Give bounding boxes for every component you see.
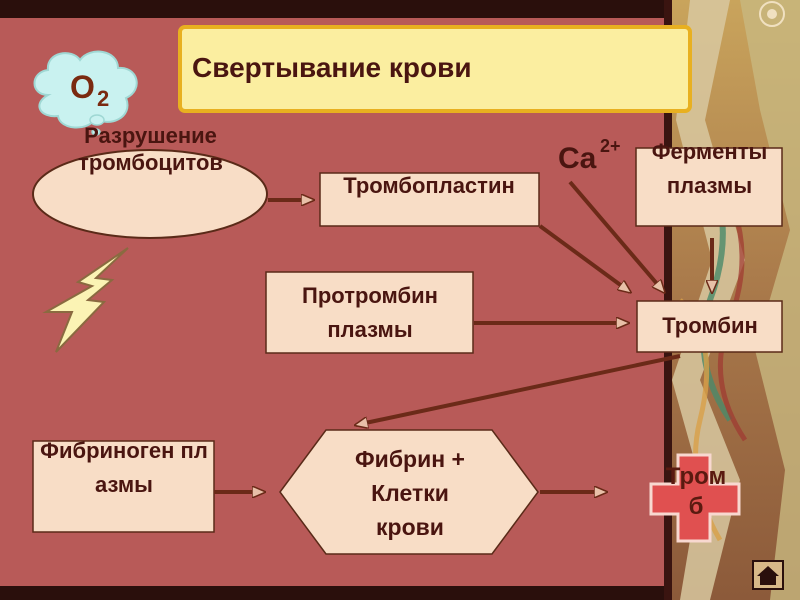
thromboplastin-box bbox=[319, 172, 540, 227]
oxygen-symbol: O bbox=[70, 69, 95, 105]
home-nav-button[interactable] bbox=[752, 560, 784, 590]
enzymes-box bbox=[635, 147, 783, 227]
enzymes-label: Ферменты плазмы bbox=[651, 139, 768, 198]
calcium-charge: 2+ bbox=[600, 136, 621, 156]
arrow-thromboplastin-to-thrombin bbox=[538, 224, 630, 292]
home-icon bbox=[757, 566, 779, 585]
thrombin-box bbox=[636, 300, 783, 353]
arrow-thrombin-to-fibrin bbox=[356, 354, 681, 425]
oxygen-cloud: O 2 bbox=[33, 50, 138, 136]
destruction-label: Разрушение тромбоцитов bbox=[78, 123, 223, 175]
calcium-symbol: Ca bbox=[558, 142, 597, 175]
title-bar bbox=[178, 25, 692, 113]
destruction-node bbox=[32, 149, 268, 239]
fibrinogen-box bbox=[32, 440, 215, 533]
fibrinogen-label: Фибриноген плазмы bbox=[40, 438, 208, 497]
frame-bottom bbox=[0, 585, 800, 600]
lightning-icon bbox=[42, 247, 129, 353]
prothrombin-box bbox=[265, 271, 474, 354]
frame-top bbox=[0, 0, 800, 20]
arrows bbox=[214, 180, 712, 492]
arrow-calcium-to-thrombin bbox=[568, 180, 664, 292]
prothrombin-label: Протромбин плазмы bbox=[302, 283, 438, 342]
fibrin-node bbox=[279, 429, 539, 555]
thrombin-label: Тромбин bbox=[662, 313, 758, 338]
slide-title: Свертывание крови bbox=[192, 52, 472, 83]
thromboplastin-label: Тромбопластин bbox=[343, 173, 515, 198]
fibrin-label: Фибрин + Клетки крови bbox=[355, 446, 465, 540]
clot-cross bbox=[649, 453, 741, 543]
clot-label: Тромб bbox=[665, 463, 727, 520]
oxygen-subscript: 2 bbox=[97, 86, 109, 111]
